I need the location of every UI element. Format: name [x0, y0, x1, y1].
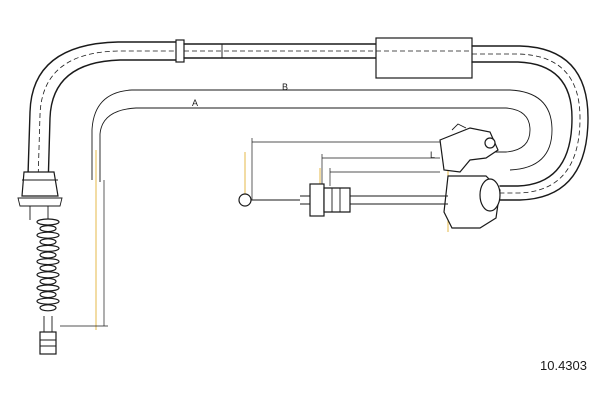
bellows-rib	[39, 264, 57, 272]
bellows-boot	[36, 218, 60, 312]
upper-cable-run	[175, 37, 589, 201]
part-number: 10.4303	[540, 358, 587, 373]
highlight-lines	[95, 150, 449, 330]
dimension-labels: B A L	[192, 82, 435, 160]
inner-cable-end	[238, 183, 448, 217]
cable-sheath	[27, 41, 179, 189]
protective-sleeve	[375, 37, 473, 79]
dimension-label-b: B	[282, 82, 288, 92]
left-end-fitting	[17, 171, 63, 220]
bellows-rib	[36, 244, 60, 252]
dimension-label-a: A	[192, 98, 198, 108]
bellows-rib	[36, 271, 60, 279]
bellows-rib	[39, 277, 57, 285]
bellows-rib	[36, 284, 60, 292]
bellows-rib	[36, 231, 60, 239]
inner-cable-route	[91, 89, 553, 182]
bottom-clevis	[39, 316, 57, 355]
bellows-rib	[36, 258, 60, 266]
bellows-rib	[39, 251, 57, 259]
bellows-rib	[36, 218, 60, 226]
bellows-rib	[39, 225, 57, 233]
dimension-label-l: L	[430, 150, 435, 160]
dimension-lines-l	[251, 138, 440, 200]
bellows-rib	[39, 238, 57, 246]
dimension-lines-left	[60, 180, 108, 327]
bellows-rib	[39, 304, 57, 312]
bellows-rib	[39, 291, 57, 299]
mounting-bracket	[439, 123, 501, 229]
bellows-rib	[36, 297, 60, 305]
